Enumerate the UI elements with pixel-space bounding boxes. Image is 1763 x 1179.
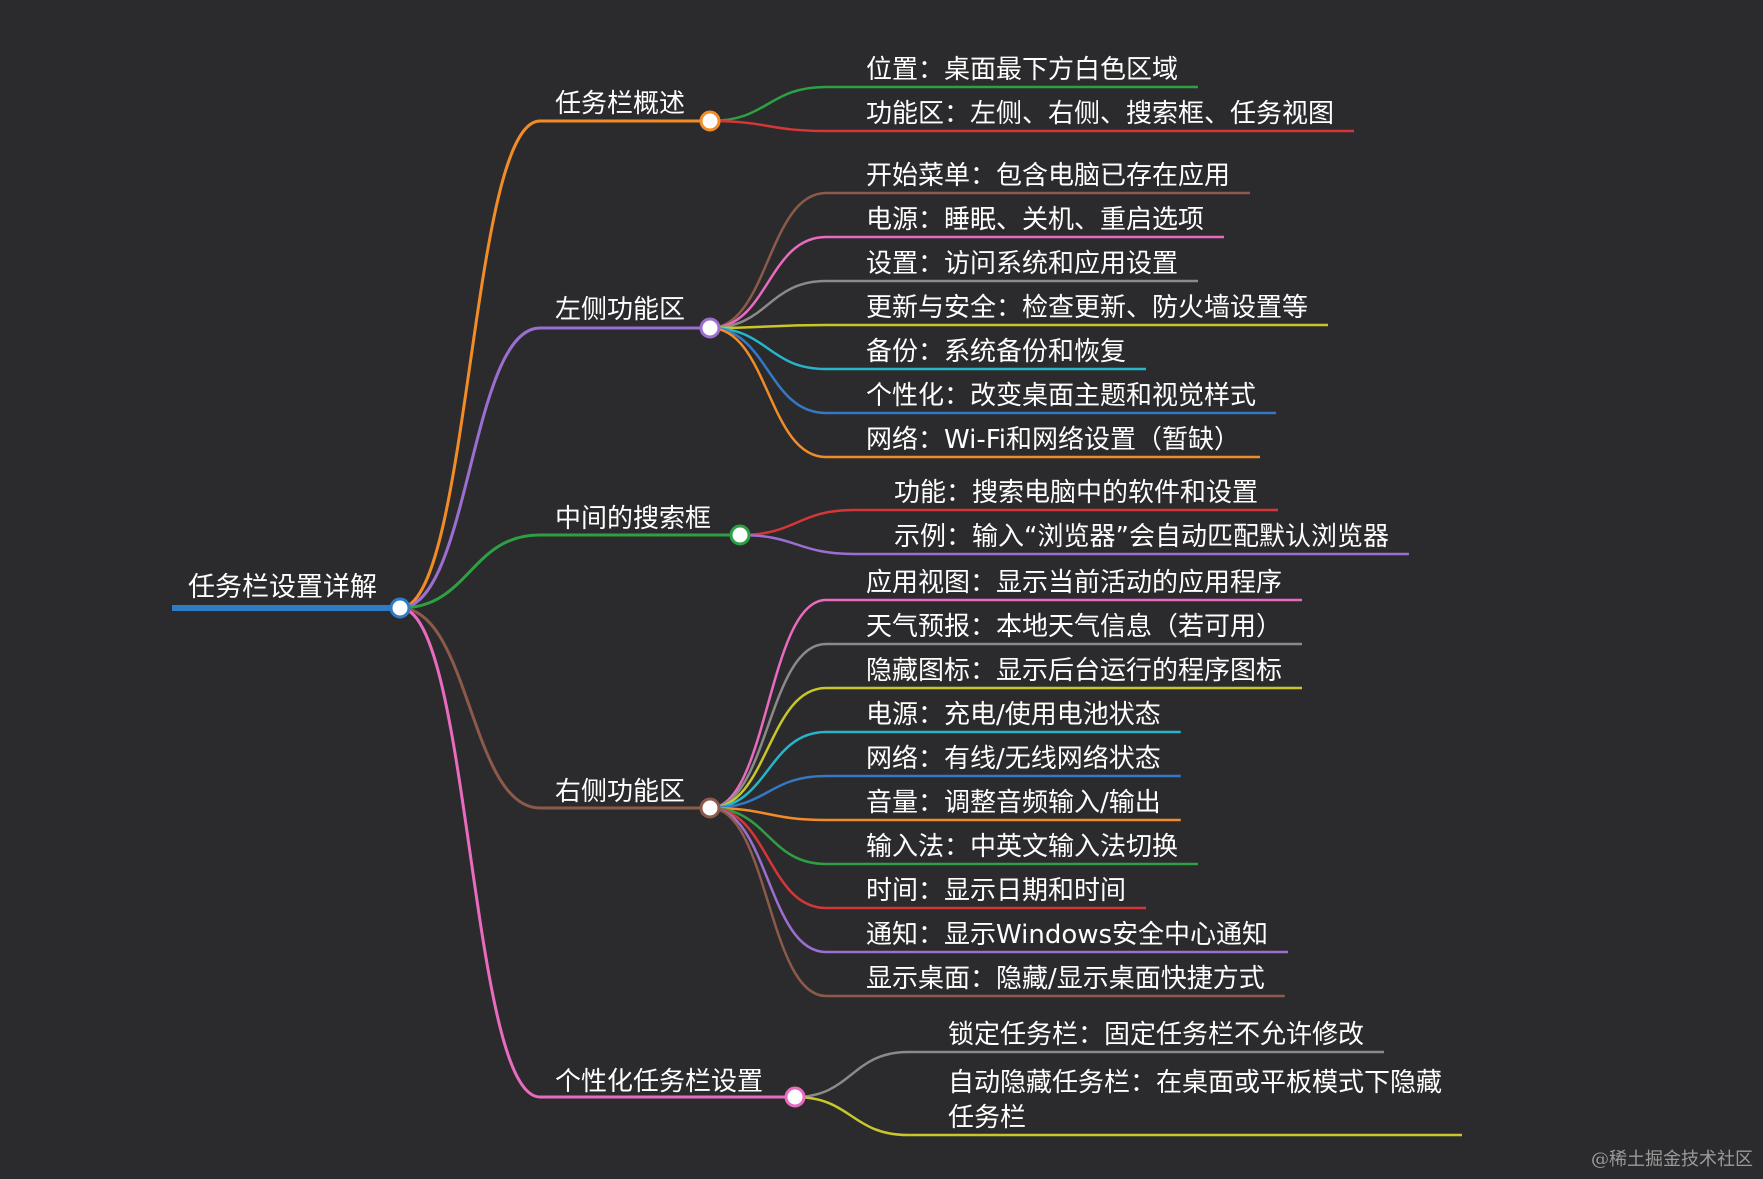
leaf-connector-1-0 [709,191,827,330]
leaf-label-1-0: 开始菜单：包含电脑已存在应用 [866,161,1230,191]
leaf-label-3-6: 输入法：中英文输入法切换 [866,832,1178,862]
leaf-connector-1-6 [709,326,827,459]
watermark-text: @稀土掘金技术社区 [1591,1149,1753,1170]
mindmap-labels: 任务栏设置详解 任务栏概述 位置：桌面最下方白色区域功能区：左侧、右侧、搜索框、任务… [188,55,1442,1133]
leaf-connector-3-4 [709,774,827,810]
leaf-connector-4-1 [794,1095,909,1137]
branch-connector-2 [399,533,541,610]
leaf-connector-1-1 [709,235,827,330]
leaf-connector-2-1 [739,533,855,556]
leaf-label-1-2: 设置：访问系统和应用设置 [866,249,1178,279]
leaf-label-1-1: 电源：睡眠、关机、重启选项 [866,205,1204,235]
branch-label-4: 个性化任务栏设置 [555,1067,763,1097]
branch-node-3 [699,797,721,819]
leaf-label-3-0: 应用视图：显示当前活动的应用程序 [866,568,1282,598]
branch-label-2: 中间的搜索框 [555,504,711,534]
leaf-connector-3-8 [709,806,827,954]
leaf-connector-0-0 [709,85,827,123]
leaf-connector-3-0 [709,598,827,810]
branch-connector-3 [399,606,541,810]
branch-node-1 [699,317,721,339]
leaf-label-0-0: 位置：桌面最下方白色区域 [866,55,1178,85]
mindmap-dots [389,110,806,1108]
leaf-connector-3-3 [709,730,827,810]
mindmap-edges [399,85,909,1137]
branch-node-0 [699,110,721,132]
branch-label-0: 任务栏概述 [555,89,685,119]
leaf-label-1-3: 更新与安全：检查更新、防火墙设置等 [866,293,1308,323]
leaf-label-4-1: 自动隐藏任务栏：在桌面或平板模式下隐藏任务栏 [948,1068,1442,1133]
leaf-label-3-1: 天气预报：本地天气信息（若可用） [866,612,1282,642]
branch-connector-0 [399,119,541,610]
branch-label-1: 左侧功能区 [555,295,685,325]
root-node [389,597,411,619]
leaf-label-1-4: 备份：系统备份和恢复 [866,337,1126,367]
leaf-connector-0-1 [709,119,827,133]
leaf-label-4-0: 锁定任务栏：固定任务栏不允许修改 [948,1020,1364,1050]
leaf-connector-2-0 [739,508,855,537]
leaf-connector-1-2 [709,279,827,330]
branch-connector-1 [399,326,541,610]
leaf-label-3-5: 音量：调整音频输入/输出 [866,788,1161,818]
leaf-connector-1-5 [709,326,827,415]
leaf-label-3-3: 电源：充电/使用电池状态 [866,700,1161,730]
leaf-label-1-6: 网络：Wi-Fi和网络设置（暂缺） [866,425,1240,455]
leaf-connector-1-4 [709,326,827,371]
leaf-connector-3-7 [709,806,827,910]
leaf-connector-3-9 [709,806,827,998]
branch-label-3: 右侧功能区 [555,777,685,807]
leaf-label-3-4: 网络：有线/无线网络状态 [866,744,1161,774]
branch-node-4 [784,1086,806,1108]
leaf-connector-3-1 [709,642,827,810]
leaf-connector-4-0 [794,1050,909,1099]
leaf-label-3-9: 显示桌面：隐藏/显示桌面快捷方式 [866,964,1265,994]
leaf-label-3-2: 隐藏图标：显示后台运行的程序图标 [866,656,1282,686]
leaf-label-1-5: 个性化：改变桌面主题和视觉样式 [866,381,1256,411]
leaf-label-2-0: 功能：搜索电脑中的软件和设置 [894,478,1258,508]
mindmap-underlines [172,85,1463,1137]
leaf-label-3-8: 通知：显示Windows安全中心通知 [866,920,1268,950]
leaf-connector-3-6 [709,806,827,866]
leaf-connector-1-3 [709,323,827,330]
leaf-label-0-1: 功能区：左侧、右侧、搜索框、任务视图 [866,99,1334,129]
branch-connector-4 [399,606,541,1099]
branch-node-2 [729,524,751,546]
leaf-label-3-7: 时间：显示日期和时间 [866,876,1126,906]
leaf-label-2-1: 示例：输入“浏览器”会自动匹配默认浏览器 [894,522,1389,552]
leaf-connector-3-2 [709,686,827,810]
leaf-connector-3-5 [709,806,827,822]
root-label: 任务栏设置详解 [188,572,377,603]
